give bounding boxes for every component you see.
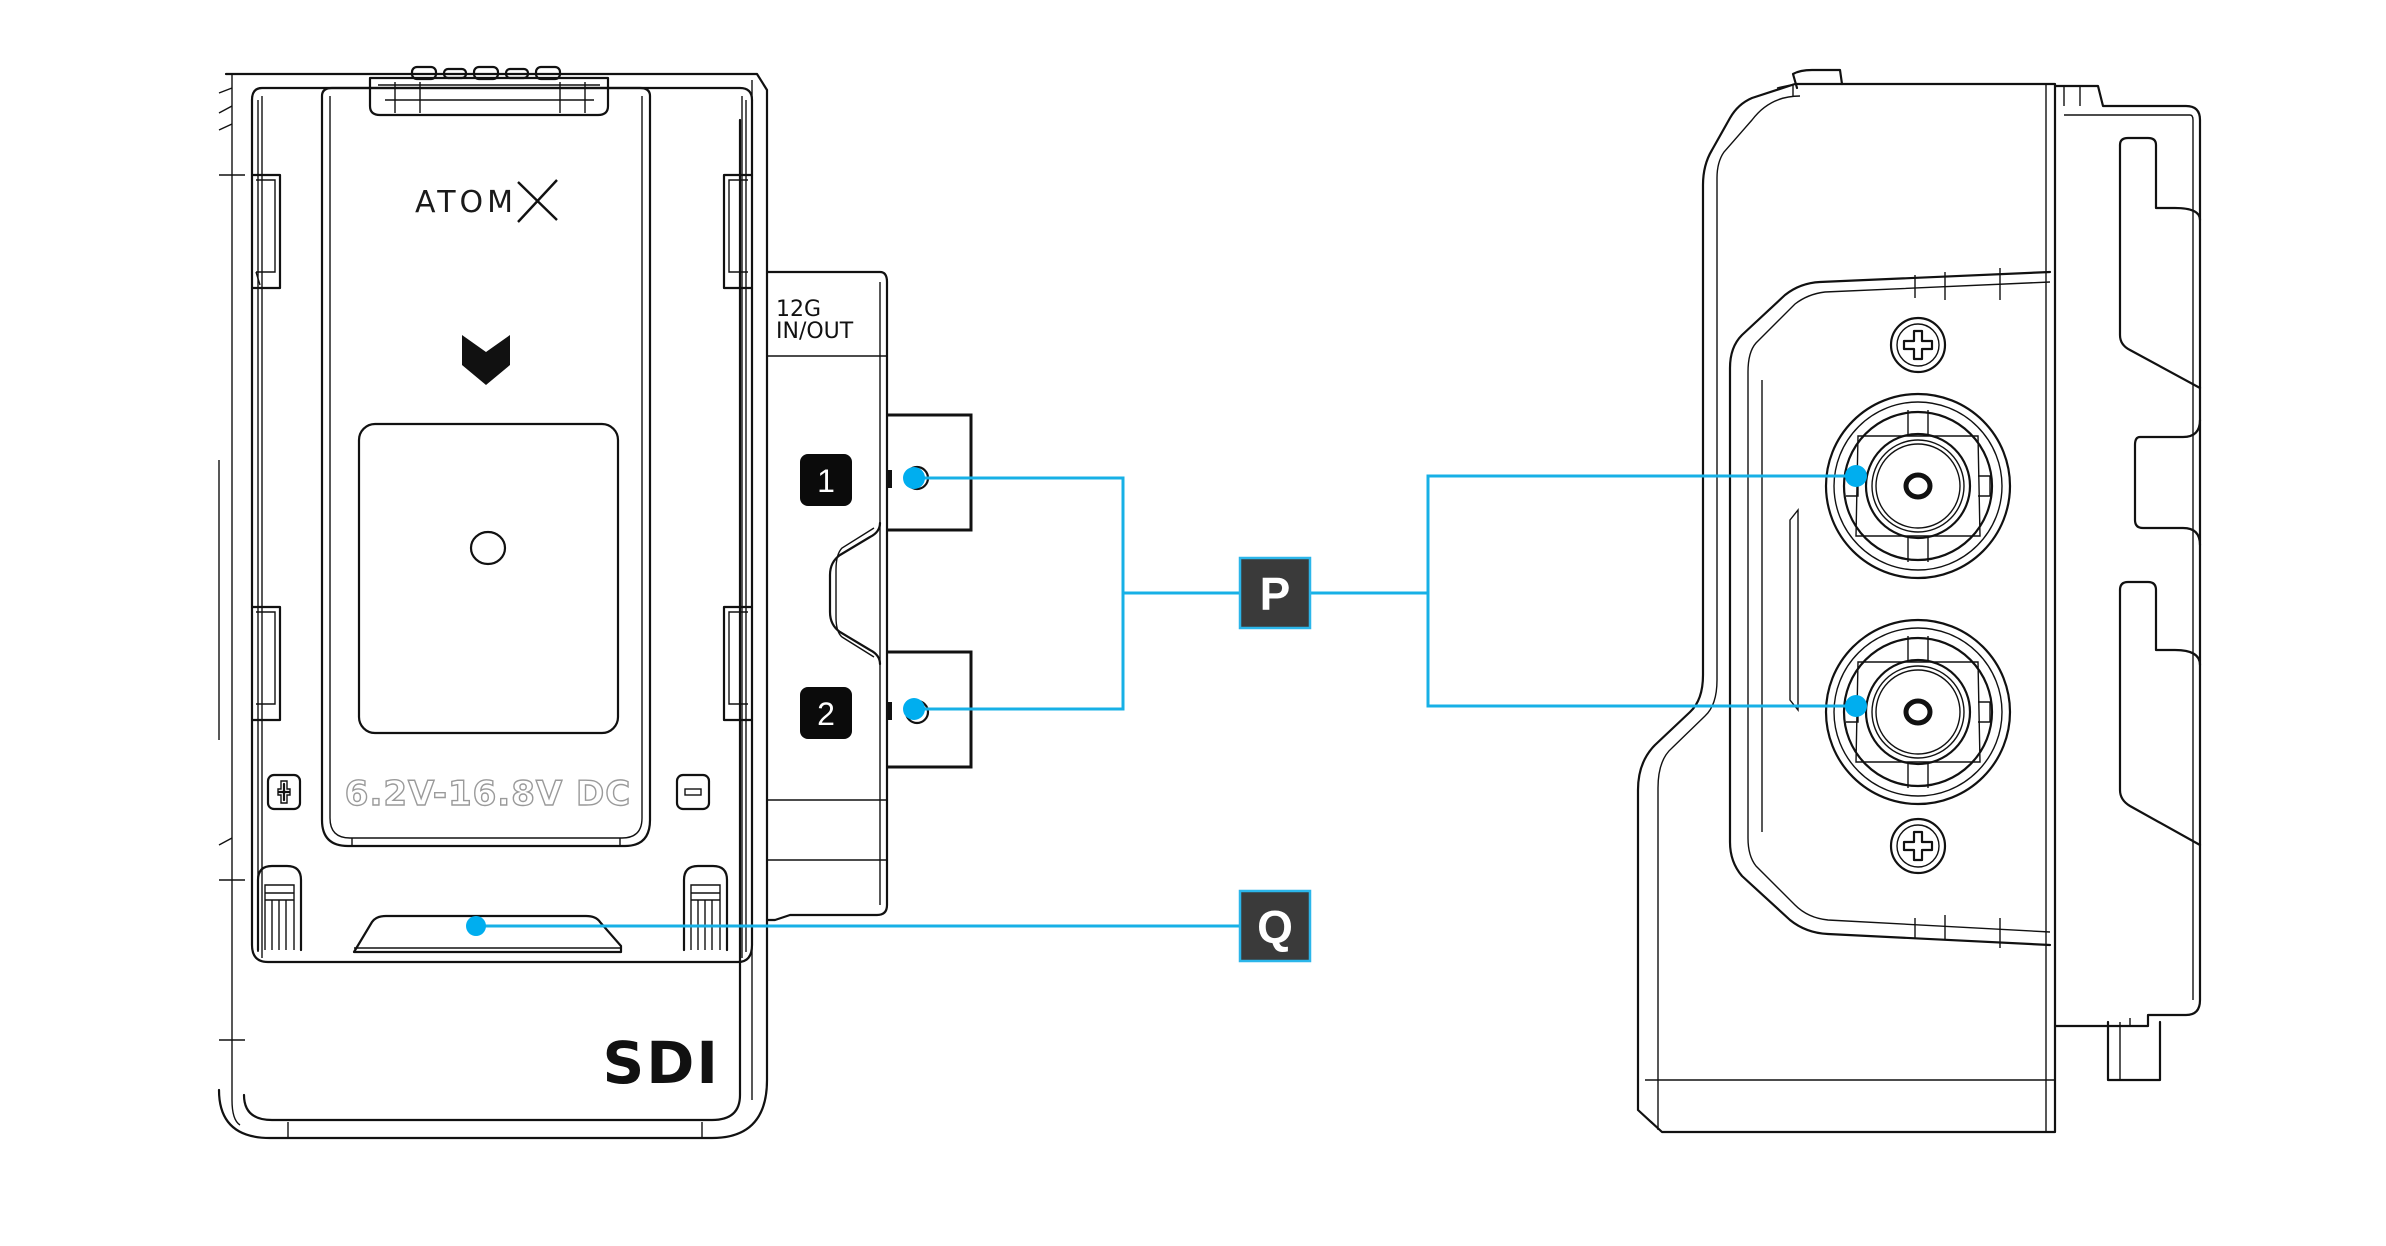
battery-release-tab[interactable] [352, 914, 623, 954]
sdi-port-panel: 12G IN/OUT [765, 270, 889, 922]
atomx-logo-text: ATOM [415, 185, 517, 220]
label-q-badge: Q [1238, 889, 1312, 963]
screw-top-icon [1889, 316, 1947, 374]
sdi-logo: SDI [603, 1029, 721, 1097]
connector-recess [1728, 270, 2052, 947]
callout-q: Q [466, 889, 1312, 963]
minus-icon [675, 773, 711, 811]
callout-p-left-bracket [917, 476, 1125, 711]
callout-dot-release-tab [466, 916, 486, 936]
battery-contact-recess [357, 422, 620, 735]
callout-p-right-bracket [1426, 474, 1856, 708]
voltage-rating: 6.2V-16.8V DC [345, 774, 631, 814]
callout-dot-front-port-1 [903, 467, 925, 489]
side-body-outline [1636, 82, 2057, 1134]
svg-text:Q: Q [1257, 901, 1293, 953]
side-sdi-connector-2[interactable] [1824, 618, 2012, 806]
port-2-badge: 2 [800, 687, 852, 739]
svg-text:1: 1 [817, 463, 835, 499]
svg-text:P: P [1260, 568, 1291, 620]
plus-icon [266, 773, 302, 811]
side-sdi-connector-1[interactable] [1824, 392, 2012, 580]
sdi-port-1[interactable] [887, 413, 973, 532]
bottom-clips [256, 864, 729, 952]
front-body-outline [217, 72, 769, 1140]
atomx-logo-x-icon [517, 179, 558, 223]
port-panel-label-12g: 12G [776, 297, 821, 322]
callout-dot-side-port-1 [1845, 465, 1867, 487]
screw-bottom-icon [1889, 817, 1947, 875]
side-view-device [1636, 68, 2202, 1134]
front-view-device: ATOM 6.2V-16.8V DC [217, 65, 973, 1140]
callout-dot-front-port-2 [903, 698, 925, 720]
port-1-badge: 1 [800, 454, 852, 506]
callout-dot-side-port-2 [1845, 695, 1867, 717]
label-p-badge: P [1238, 556, 1312, 630]
chevron-down-icon [462, 335, 510, 385]
port-panel-label-inout: IN/OUT [776, 319, 854, 344]
battery-plate [320, 86, 652, 848]
top-buttons [368, 65, 610, 117]
callout-p: P [903, 465, 1867, 720]
svg-text:2: 2 [817, 696, 835, 732]
locating-hole [469, 530, 507, 566]
rail-latches [250, 173, 754, 722]
